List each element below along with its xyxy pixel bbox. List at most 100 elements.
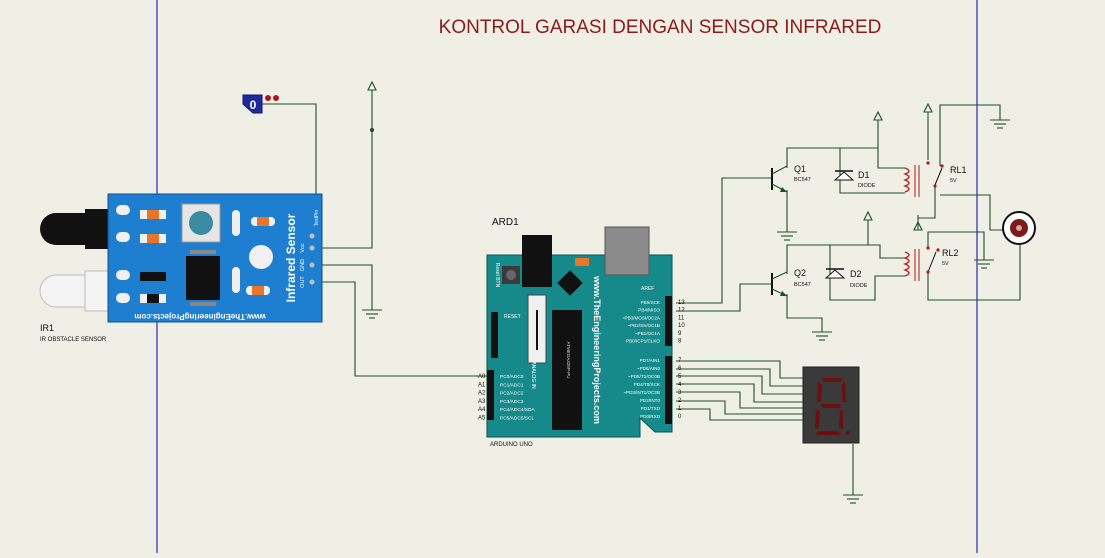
ground-symbols — [362, 119, 1010, 504]
reset-header — [491, 312, 498, 358]
probe-led-1 — [265, 95, 271, 101]
digital-pin-label: PD0/RXD — [640, 414, 661, 419]
digital-pin-8: 8 — [678, 339, 682, 345]
reset-label: RESET — [504, 314, 521, 320]
sensor-name: Infrared Sensor — [284, 213, 298, 302]
relay-rl1[interactable]: RL1 5V — [903, 161, 967, 197]
usb-jack — [604, 226, 650, 276]
q1-part: BC547 — [794, 177, 811, 183]
analog-pin-A4: A4 — [478, 407, 486, 413]
probe-led-2 — [273, 95, 279, 101]
arduino-ref: ARD1 — [492, 217, 519, 228]
digital-pin-12: 12 — [678, 308, 685, 314]
ir-led-dark-base — [85, 209, 109, 249]
ir-led-white-base — [84, 270, 110, 312]
digital-pin-label: ~PB3/MOSI/OC2A — [622, 315, 661, 320]
mcu-chip — [552, 310, 582, 430]
schematic-title: KONTROL GARASI DENGAN SENSOR INFRARED — [439, 17, 882, 38]
digital-pin-3: 3 — [678, 390, 682, 396]
digital-pin-11: 11 — [678, 315, 685, 321]
digital-pin-label: ~PD5/T1/OC0B — [628, 374, 660, 379]
digital-pin-0: 0 — [678, 414, 682, 420]
digital-pin-label: ~PB1/OC1A — [635, 331, 661, 336]
logic-probe[interactable]: 0 — [242, 94, 279, 114]
segment-digit — [815, 378, 850, 435]
analog-pin-A0: A0 — [478, 374, 486, 380]
d2-part: DIODE — [850, 283, 868, 289]
d1-ref: D1 — [858, 170, 870, 180]
digital-pin-label: PD4/T0/XCK — [634, 382, 661, 387]
sensor-pin-testpin: TestPin — [314, 210, 320, 227]
rl1-ref: RL1 — [950, 165, 967, 175]
reset-btn-label: Reset BTN — [494, 263, 500, 288]
rl2-part: 5V — [942, 261, 949, 267]
digital-pin-label: PD1/TXD — [641, 406, 661, 411]
digital-pin-label: PB5/SCK — [641, 300, 661, 305]
sensor-pin-out: OUT — [300, 276, 306, 288]
reset-button-cap — [506, 270, 516, 280]
aref-label: AREF — [641, 286, 654, 292]
analog-pin-label: PC0/ADC0 — [500, 374, 524, 380]
digital-pin-1: 1 — [678, 406, 682, 412]
diode-d1[interactable]: D1 DIODE — [833, 170, 876, 189]
digital-pin-label: ~PD3/INT1/OC2B — [623, 390, 660, 395]
analog-pin-label: PC2/ADC2 — [500, 391, 524, 397]
digital-header-lo — [665, 356, 672, 424]
diode-d2[interactable]: D2 DIODE — [824, 268, 868, 289]
digital-pin-7: 7 — [678, 358, 682, 364]
rl2-ref: RL2 — [942, 248, 959, 258]
digital-pin-label: ~PB2/SS/OC1B — [627, 323, 660, 328]
sensor-ref: IR1 — [40, 323, 54, 333]
digital-pin-10: 10 — [678, 323, 685, 329]
analog-pin-A2: A2 — [478, 391, 486, 397]
q2-part: BC547 — [794, 282, 811, 288]
dc-motor[interactable] — [1002, 211, 1036, 245]
sensor-part: IR OBSTACLE SENSOR — [40, 337, 107, 343]
ir-sensor-module[interactable]: Infrared Sensor www.TheEngineeringProjec… — [39, 193, 323, 343]
transistor-q1[interactable]: Q1 BC547 — [771, 164, 811, 193]
digital-pin-label: PD2/INT0 — [640, 398, 661, 403]
power-arrows — [367, 80, 933, 231]
analog-pin-label: PC4/ADC4/SDA — [500, 407, 535, 413]
digital-pin-6: 6 — [678, 366, 682, 372]
analog-pin-A5: A5 — [478, 416, 486, 422]
digital-pin-label: ~PD6/AIN0 — [637, 366, 661, 371]
analog-header — [487, 370, 494, 420]
digital-pin-13: 13 — [678, 300, 685, 306]
digital-pin-4: 4 — [678, 382, 682, 388]
arduino-part: ARDUINO UNO — [490, 442, 533, 448]
relay-rl2[interactable]: RL2 5V — [903, 246, 959, 281]
seven-segment-display[interactable] — [802, 366, 860, 444]
analog-pin-label: PC1/ADC1 — [500, 382, 524, 388]
mcu-chip-label: ATMEGA328P-PU — [566, 342, 571, 379]
analog-in-label: ANALOG IN — [530, 361, 536, 389]
digital-pin-label: PB4/MISO — [638, 308, 660, 313]
digital-pin-label: PD7/AIN1 — [640, 358, 661, 363]
digital-header-hi — [665, 296, 672, 346]
q2-ref: Q2 — [794, 268, 806, 278]
digital-pins-lo: 7PD7/AIN16~PD6/AIN05~PD5/T1/OC0B4PD4/T0/… — [623, 358, 682, 420]
q1-ref: Q1 — [794, 164, 806, 174]
logic-probe-value: 0 — [250, 98, 257, 112]
analog-pin-A3: A3 — [478, 399, 486, 405]
rl1-part: 5V — [950, 178, 957, 184]
arduino-site: www.TheEngineeringProjects.com — [592, 275, 602, 424]
power-jack — [522, 235, 552, 287]
analog-pin-label: PC3/ADC3 — [500, 399, 524, 405]
d1-part: DIODE — [858, 183, 876, 189]
arduino-uno[interactable]: ARD1 Reset BTN RESET ANALOG IN ATMEGA328… — [478, 217, 685, 448]
digital-pin-9: 9 — [678, 331, 682, 337]
d2-ref: D2 — [850, 269, 862, 279]
capacitor-orange — [575, 258, 589, 266]
sensor-components — [116, 203, 315, 306]
sensor-pin-gnd: GND — [300, 259, 306, 271]
analog-pin-A1: A1 — [478, 382, 486, 388]
sensor-pin-vcc: Vcc — [300, 243, 306, 252]
crystal — [557, 270, 583, 296]
digital-pins-hi: 13 PB5/SCK 12 PB4/MISO 11 ~PB3/MOSI/OC2A 10 ~PB… — [622, 300, 686, 345]
sensor-site: www.TheEngineeringProjects.com — [134, 312, 266, 321]
transistor-q2[interactable]: Q2 BC547 — [771, 268, 811, 297]
